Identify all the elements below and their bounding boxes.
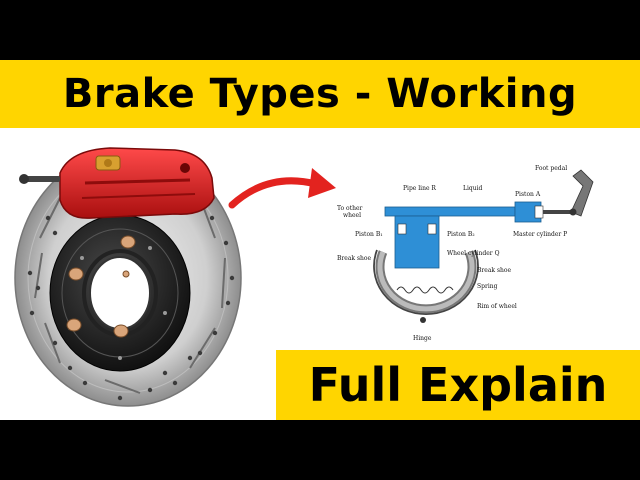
top-letterbox-bar — [0, 0, 640, 60]
label-master-cylinder: Master cylinder P — [513, 231, 567, 238]
pipe-line — [384, 206, 516, 217]
center-bore — [89, 256, 151, 330]
wheel-studs — [66, 235, 136, 338]
label-liquid: Liquid — [463, 185, 483, 192]
full-explain-banner: Full Explain — [276, 350, 640, 420]
label-piston-a: Piston A — [515, 191, 541, 198]
page-title: Brake Types - Working — [62, 71, 578, 117]
spring-coil — [396, 286, 454, 294]
pedal-rod — [543, 210, 573, 214]
foot-pedal — [569, 169, 594, 217]
bottom-letterbox-bar — [0, 420, 640, 480]
brake-caliper — [19, 147, 215, 219]
label-break-shoe-left: Break shoe — [337, 255, 372, 262]
rotor-slots — [34, 197, 226, 394]
curved-arrow-icon — [228, 168, 336, 209]
label-break-shoe-right: Break shoe — [477, 267, 512, 274]
hydraulic-brake-diagram: Foot pedal Pipe line R Liquid Piston A T… — [337, 165, 594, 342]
label-piston-b1: Piston B₁ — [355, 231, 383, 238]
label-hinge: Hinge — [413, 335, 432, 342]
hinge-pin — [420, 317, 426, 323]
label-to-other-wheel-line2: wheel — [343, 212, 361, 219]
title-banner: Brake Types - Working — [0, 60, 640, 128]
label-rim-of-wheel: Rim of wheel — [477, 303, 517, 310]
full-explain-text: Full Explain — [308, 358, 608, 412]
label-wheel-cylinder: Wheel cylinder Q — [447, 250, 500, 257]
label-to-other-wheel-line1: To other — [337, 205, 362, 212]
label-spring: Spring — [477, 283, 498, 290]
label-pipe-line: Pipe line R — [403, 185, 436, 192]
brake-drum-rim — [373, 249, 479, 315]
label-piston-b2: Piston B₂ — [447, 231, 475, 238]
label-foot-pedal: Foot pedal — [535, 165, 567, 172]
disc-brake-illustration — [14, 147, 242, 407]
